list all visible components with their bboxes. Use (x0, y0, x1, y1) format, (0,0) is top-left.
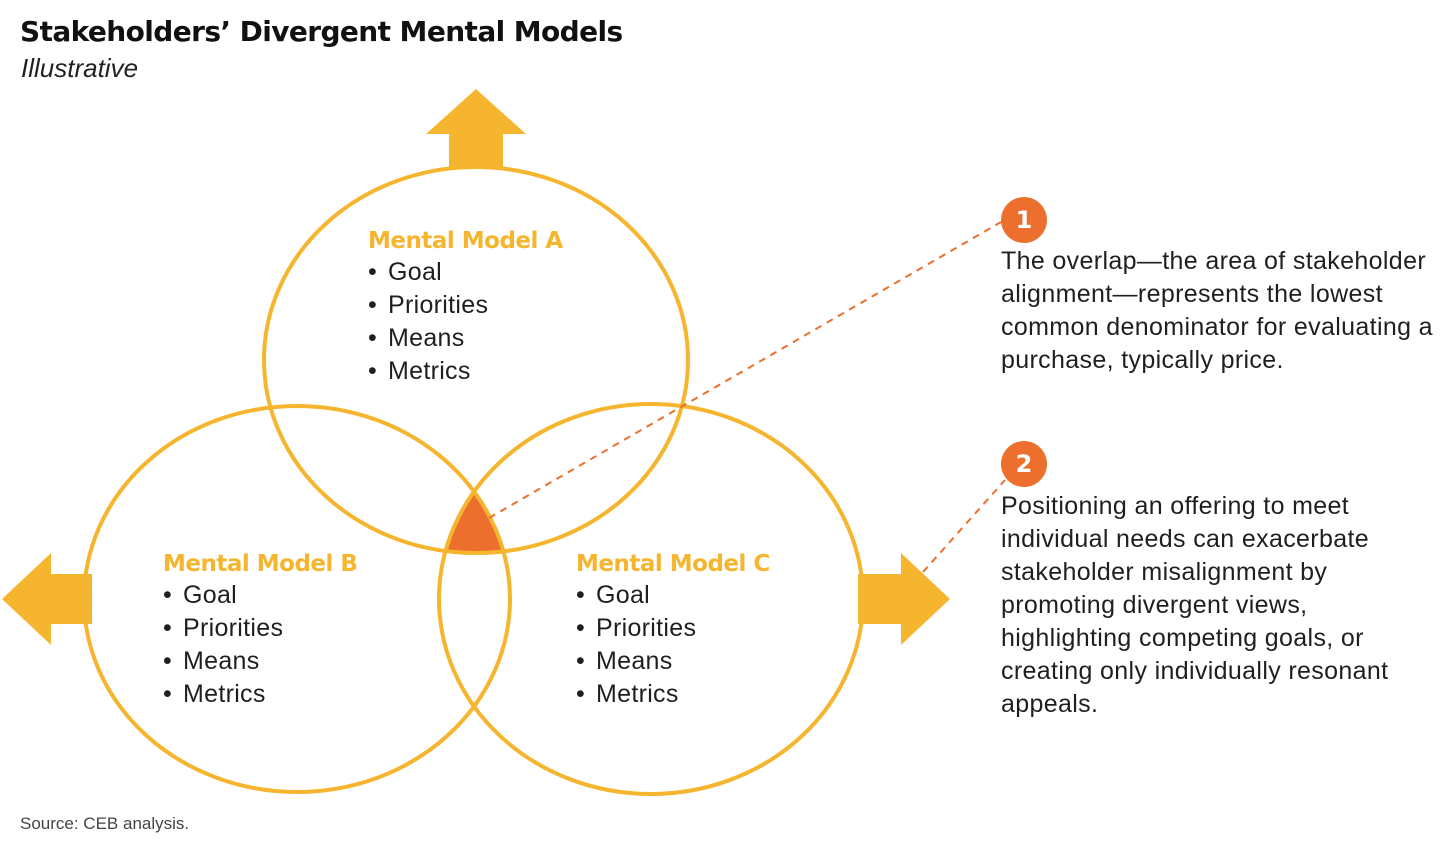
bullet: • (368, 324, 378, 352)
bullet: • (163, 647, 173, 675)
bullet: • (576, 614, 586, 642)
list-item: • Means (368, 322, 628, 355)
bullet: • (368, 291, 378, 319)
mental-model-b: Mental Model B • Goal • Priorities • Means … (163, 549, 423, 711)
mental-model-a: Mental Model A • Goal • Priorities • Means … (368, 226, 628, 388)
bullet: • (163, 614, 173, 642)
leader-line-2 (922, 479, 1006, 573)
list-item: • Goal (368, 256, 628, 289)
mental-model-a-title: Mental Model A (368, 228, 563, 254)
list-item: • Metrics (368, 355, 628, 388)
bullet: • (368, 258, 378, 286)
source-note: Source: CEB analysis. (20, 814, 190, 833)
mental-model-c: Mental Model C • Goal • Priorities • Means … (576, 549, 836, 711)
list-item-label: Goal (596, 581, 651, 609)
list-item-label: Metrics (596, 680, 679, 708)
list-item-label: Goal (183, 581, 238, 609)
callout-1-text: The overlap—the area of stakeholder alig… (1001, 247, 1433, 374)
circle-mental-model-b (82, 404, 512, 794)
list-item-label: Goal (388, 258, 443, 286)
circle-mental-model-a (262, 165, 690, 555)
list-item: • Goal (163, 579, 423, 612)
circle-mental-model-c (437, 402, 865, 796)
list-item: • Metrics (163, 678, 423, 711)
page-subtitle: Illustrative (21, 53, 139, 83)
list-item: • Priorities (576, 612, 836, 645)
list-item-label: Metrics (388, 357, 471, 385)
list-item: • Metrics (576, 678, 836, 711)
list-item: • Priorities (163, 612, 423, 645)
page-title: Stakeholders’ Divergent Mental Models (20, 15, 623, 48)
callout-2-badge: 2 (1001, 441, 1047, 487)
mental-model-c-title: Mental Model C (576, 551, 770, 577)
callout-1-badge: 1 (1001, 197, 1047, 243)
bullet: • (576, 680, 586, 708)
mental-model-b-title: Mental Model B (163, 551, 358, 577)
callout-2-text: Positioning an offering to meet individu… (1001, 492, 1389, 718)
bullet: • (163, 680, 173, 708)
mental-model-c-list: • Goal • Priorities • Means • Metrics (576, 579, 836, 711)
list-item-label: Means (388, 324, 465, 352)
list-item-label: Priorities (183, 614, 284, 642)
mental-model-a-list: • Goal • Priorities • Means • Metrics (368, 256, 628, 388)
list-item: • Goal (576, 579, 836, 612)
bullet: • (576, 581, 586, 609)
list-item-label: Priorities (388, 291, 489, 319)
list-item-label: Metrics (183, 680, 266, 708)
list-item-label: Priorities (596, 614, 697, 642)
bullet: • (576, 647, 586, 675)
list-item-label: Means (596, 647, 673, 675)
mental-model-b-list: • Goal • Priorities • Means • Metrics (163, 579, 423, 711)
bullet: • (368, 357, 378, 385)
list-item: • Means (163, 645, 423, 678)
bullet: • (163, 581, 173, 609)
list-item-label: Means (183, 647, 260, 675)
right-arrow-icon (858, 553, 950, 645)
left-arrow-icon (2, 553, 92, 645)
list-item: • Priorities (368, 289, 628, 322)
up-arrow-icon (426, 89, 526, 168)
list-item: • Means (576, 645, 836, 678)
